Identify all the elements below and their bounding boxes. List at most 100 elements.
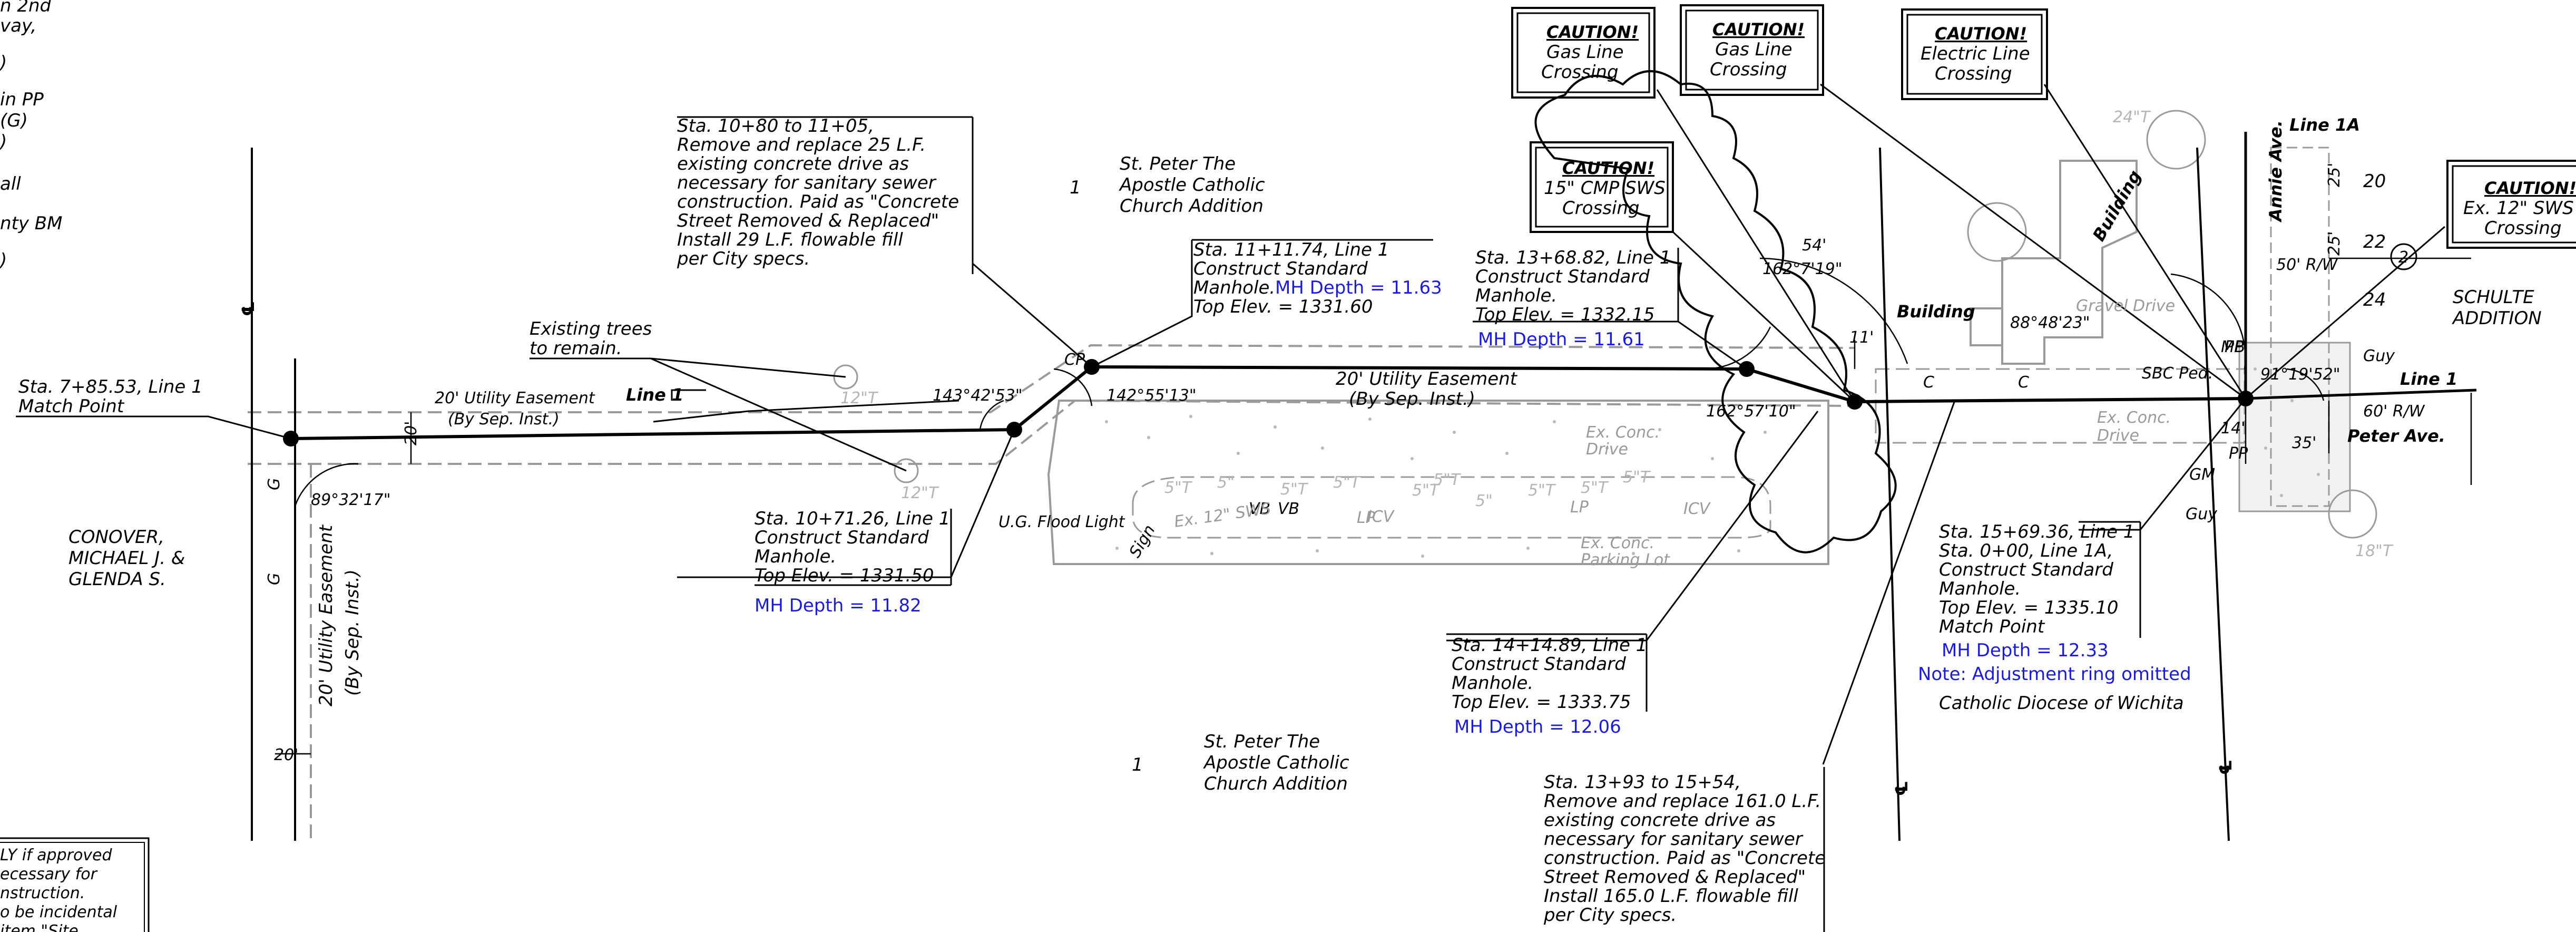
svg-text:Sta. 11+11.74, Line 1: Sta. 11+11.74, Line 1 [1193,239,1389,260]
svg-text:St. Peter The: St. Peter The [1204,731,1320,752]
svg-text:20': 20' [402,421,420,445]
svg-text:MH Depth = 12.06: MH Depth = 12.06 [1454,716,1621,737]
note-fragment: ) [0,250,7,271]
svg-text:15" CMP SWS: 15" CMP SWS [1544,178,1666,199]
svg-text:162°7'19": 162°7'19" [1762,260,1843,278]
svg-text:construction. Paid as "Concret: construction. Paid as "Concrete [1544,848,1826,869]
svg-text:Crossing: Crossing [1541,62,1619,83]
callout-manhole-1569: Sta. 15+69.36, Line 1 Sta. 0+00, Line 1A… [1918,521,2191,685]
svg-text:Street Removed & Replaced": Street Removed & Replaced" [1544,867,1806,888]
svg-text:24: 24 [2363,289,2386,310]
svg-text:existing concrete drive as: existing concrete drive as [677,153,909,174]
svg-text:MH Depth = 11.61: MH Depth = 11.61 [1478,329,1645,350]
svg-text:Top Elev. = 1333.75: Top Elev. = 1333.75 [1452,692,1631,713]
svg-text:CAUTION!: CAUTION! [2484,178,2576,198]
svg-text:per City specs.: per City specs. [1543,905,1677,926]
easement-line-top [248,344,1855,413]
note-fragment: vay, [0,15,36,36]
svg-text:5"T: 5"T [1528,481,1556,500]
svg-text:5"T: 5"T [1333,473,1362,492]
svg-text:Manhole.: Manhole. [1452,673,1533,694]
svg-text:Drive: Drive [2097,426,2139,445]
svg-text:Sign: Sign [1126,522,1159,561]
svg-text:℄: ℄ [2216,760,2236,775]
svg-text:℄: ℄ [1892,781,1912,796]
svg-text:MB: MB [2221,338,2245,356]
svg-text:(By Sep. Inst.): (By Sep. Inst.) [1349,389,1475,410]
line1-label-right: Line 1 [2400,369,2457,389]
svg-text:18"T: 18"T [2355,542,2394,560]
sewer-pipe [1854,397,2246,403]
note-fragment: all [0,173,21,195]
svg-text:G: G [265,573,283,585]
svg-text:Sta. 13+68.82, Line 1: Sta. 13+68.82, Line 1 [1475,247,1671,268]
line1-label-left: Line 1 [626,385,683,405]
callout-manhole-1111: Sta. 11+11.74, Line 1 Construct Standard… [1193,239,1442,317]
site-labels: CP U.G. Flood Light Sign VB VB ICV ICV L… [238,108,2445,796]
callout-match-point-left: Sta. 7+85.53, Line 1 Match Point [18,376,203,417]
line1a-label: Line 1A [2289,115,2360,135]
concrete-speckle [1105,367,2320,558]
svg-text:Sta. 0+00, Line 1A,: Sta. 0+00, Line 1A, [1939,540,2113,561]
svg-text:LP: LP [1357,509,1376,527]
svg-text:C: C [1923,373,1934,392]
svg-text:50' R/W: 50' R/W [2276,256,2338,274]
svg-text:PP: PP [2229,444,2248,463]
svg-text:Sta. 7+85.53, Line 1: Sta. 7+85.53, Line 1 [18,376,203,397]
corner-note-line: o be incidental [0,903,117,921]
svg-text:Drive: Drive [1586,440,1628,459]
revision-cloud [1534,70,1897,554]
svg-text:VB: VB [1278,500,1299,518]
svg-text:5"T: 5"T [1581,479,1609,497]
owner-st-peter-top: 1 St. Peter The Apostle Catholic Church … [1070,153,1265,217]
svg-text:12"T: 12"T [901,484,939,502]
svg-text:89°32'17": 89°32'17" [311,491,391,509]
svg-text:5": 5" [1217,473,1235,492]
svg-text:CP: CP [1064,351,1085,369]
svg-text:CAUTION!: CAUTION! [1712,20,1805,40]
caution-box-sws: CAUTION! Ex. 12" SWS Crossing [2446,160,2576,249]
svg-text:Ex. Conc.: Ex. Conc. [1586,423,1660,442]
sewer-pipe [2245,389,2477,400]
svg-text:Existing trees: Existing trees [530,318,652,339]
svg-text:162°57'10": 162°57'10" [1706,402,1796,421]
svg-text:Sta. 13+93 to 15+54,: Sta. 13+93 to 15+54, [1544,772,1741,793]
owner-diocese: Catholic Diocese of Wichita [1939,693,2184,714]
svg-text:Guy: Guy [2186,505,2218,523]
svg-text:necessary for sanitary sewer: necessary for sanitary sewer [677,172,937,193]
svg-text:22: 22 [2363,231,2386,253]
svg-text:PP: PP [2225,338,2244,356]
svg-text:20' Utility Easement: 20' Utility Easement [1336,368,1518,390]
svg-text:CAUTION!: CAUTION! [1562,158,1654,178]
svg-text:MH Depth = 12.33: MH Depth = 12.33 [1942,640,2109,661]
svg-text:91°19'52": 91°19'52" [2260,365,2340,384]
svg-text:Church Addition: Church Addition [1120,196,1263,217]
owner-st-peter-bottom: 1 St. Peter The Apostle Catholic Church … [1132,731,1349,794]
svg-text:Manhole.: Manhole. [1939,578,2021,599]
svg-text:existing concrete drive as: existing concrete drive as [1544,810,1776,831]
svg-text:Construct Standard: Construct Standard [1193,258,1368,279]
callout-manhole-1071: Sta. 10+71.26, Line 1 Construct Standard… [755,508,950,616]
svg-text:5"T: 5"T [1280,480,1309,499]
svg-text:20: 20 [2363,171,2386,192]
note-fragment: nty BM [0,213,62,234]
easement-line-bottom [248,399,1855,465]
tree-symbol [2146,110,2206,170]
svg-text:54': 54' [1802,236,1826,255]
road-edge-line [1879,147,1901,841]
svg-text:C: C [2018,373,2029,392]
svg-text:5"T: 5"T [1433,471,1462,489]
note-fragment: ) [0,131,7,152]
svg-text:Crossing: Crossing [1935,63,2012,84]
svg-text:CONOVER,: CONOVER, [68,527,164,548]
svg-text:12"T: 12"T [840,389,879,407]
svg-text:G: G [265,478,283,490]
svg-text:5"T: 5"T [1623,468,1651,487]
note-fragment: ) [0,52,7,73]
corner-note-line: ecessary for [0,865,98,884]
tree-symbol [1967,202,2027,262]
svg-text:ICV: ICV [1367,508,1395,526]
corner-note-box: LY if approved ecessary for nstruction. … [0,837,150,932]
svg-text:Guy: Guy [2363,347,2395,365]
svg-text:to remain.: to remain. [530,338,622,359]
